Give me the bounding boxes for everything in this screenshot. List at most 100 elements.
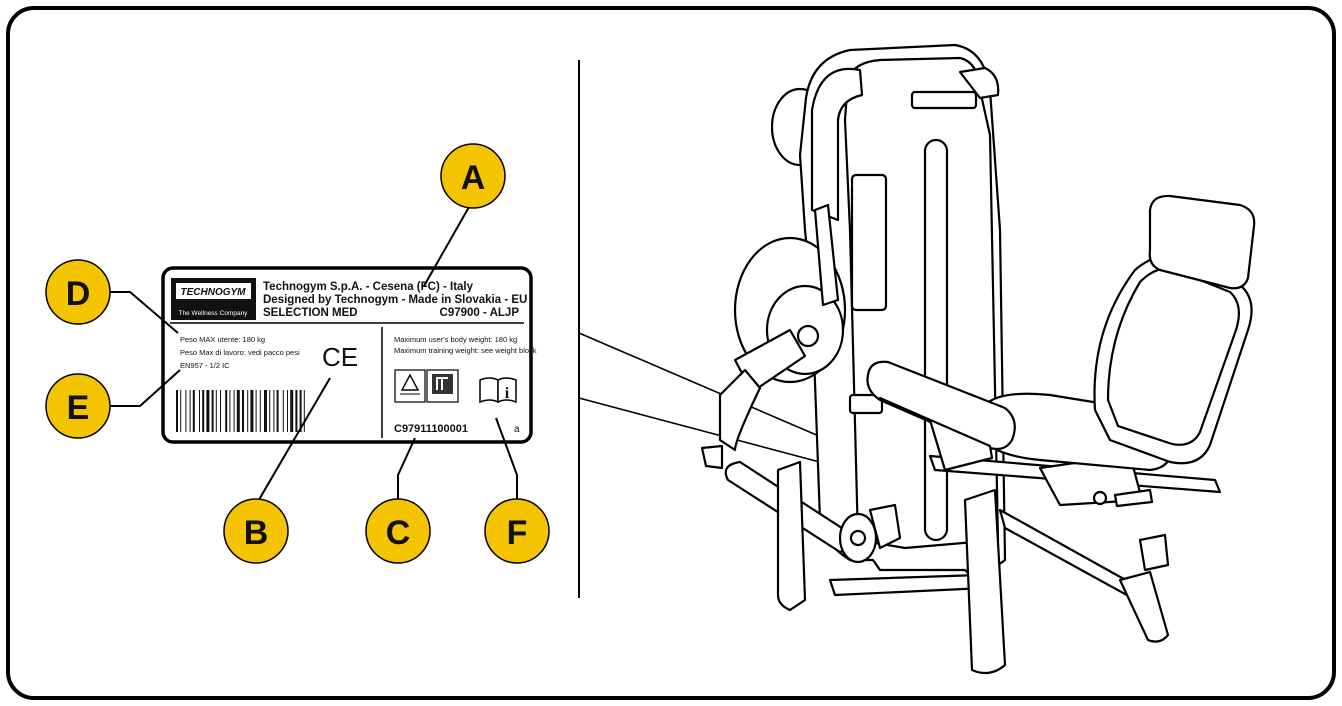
leader-f bbox=[495, 417, 518, 500]
logo-tagline: The Wellness Company bbox=[179, 310, 249, 317]
callout-e: E bbox=[45, 373, 111, 439]
barcode-bar bbox=[229, 390, 231, 432]
plate-max-training-weight-en: Maximum training weight: see weight bloc… bbox=[394, 346, 537, 355]
plate-max-training-weight-it: Peso Max di lavoro: vedi pacco pesi bbox=[180, 348, 300, 357]
barcode-bar bbox=[250, 390, 254, 432]
callout-leaders bbox=[108, 199, 518, 511]
barcode-bar bbox=[259, 390, 261, 432]
barcode-bar bbox=[206, 390, 210, 432]
plate-max-user-weight-it: Peso MAX utente: 180 kg bbox=[180, 335, 265, 344]
machine-top-bracket bbox=[958, 66, 1000, 100]
plate-company-line: Technogym S.p.A. - Cesena (FC) - Italy bbox=[263, 281, 474, 293]
plate-serial-number: C97911100001 bbox=[394, 423, 468, 435]
plate-model-code: C97900 - ALJP bbox=[440, 307, 520, 319]
machine-lever-post bbox=[813, 203, 840, 307]
machine-roller-stop bbox=[700, 444, 724, 470]
machine-side-tab bbox=[848, 393, 884, 415]
callout-d: D bbox=[45, 259, 111, 325]
machine-roller-knob bbox=[849, 529, 867, 547]
barcode-bar bbox=[233, 390, 235, 432]
machine-front-foot bbox=[1118, 570, 1170, 643]
barcode-bar bbox=[176, 390, 178, 432]
technogym-logo: TECHNOGYM The Wellness Company bbox=[171, 278, 256, 320]
leader-a bbox=[423, 199, 474, 287]
plate-design-line: Designed by Technogym - Made in Slovakia… bbox=[263, 294, 527, 306]
machine-front-pad-base bbox=[878, 396, 994, 472]
barcode-bar bbox=[299, 390, 302, 432]
callout-b: B bbox=[223, 498, 289, 564]
barcode-bar bbox=[287, 390, 288, 432]
safety-certification-icon bbox=[394, 369, 459, 403]
barcode-bar bbox=[295, 390, 298, 432]
machine-headrest bbox=[1148, 194, 1256, 290]
callout-f-circle bbox=[484, 498, 550, 564]
leader-b bbox=[252, 377, 331, 511]
read-manual-icon: i bbox=[479, 377, 517, 404]
identification-plate: TECHNOGYM The Wellness Company Technogym… bbox=[161, 266, 537, 444]
callout-c-label: C bbox=[386, 514, 411, 552]
machine-roller-clamp bbox=[868, 503, 902, 550]
machine-adjust-handle bbox=[1113, 488, 1154, 508]
barcode-bar bbox=[264, 390, 267, 432]
machine-seat-support bbox=[1138, 533, 1170, 572]
barcode-bar bbox=[303, 390, 305, 432]
barcode-bar bbox=[220, 390, 221, 432]
barcode-bar bbox=[242, 390, 244, 432]
barcode-bar bbox=[185, 390, 187, 432]
machine-side-panel bbox=[850, 173, 888, 312]
barcode-bar bbox=[211, 390, 214, 432]
callout-d-label: D bbox=[66, 275, 91, 313]
machine-rear-leg-left bbox=[776, 460, 807, 612]
barcode-bar bbox=[180, 390, 182, 432]
barcode-bar bbox=[276, 390, 279, 432]
callout-a-circle bbox=[440, 143, 506, 209]
machine-cam-bolt bbox=[796, 324, 820, 348]
barcode-bar bbox=[199, 390, 200, 432]
callout-a-label: A bbox=[461, 159, 486, 197]
leader-c bbox=[397, 437, 416, 500]
callout-d-circle bbox=[45, 259, 111, 325]
machine-seat-knob bbox=[1092, 490, 1108, 506]
plate-max-user-weight-en: Maximum user's body weight: 180 kg bbox=[394, 335, 517, 344]
barcode-bar bbox=[290, 390, 294, 432]
barcode-bar bbox=[192, 390, 195, 432]
machine-top-nameplate bbox=[910, 90, 978, 110]
plate-norm: EN957 - 1/2 IC bbox=[180, 361, 230, 370]
barcode-bar bbox=[247, 390, 249, 432]
callout-e-label: E bbox=[67, 389, 90, 427]
logo-brand-text: TECHNOGYM bbox=[181, 287, 247, 298]
barcode-bar bbox=[269, 390, 271, 432]
machine-lever-lower bbox=[718, 368, 762, 452]
barcode-bar bbox=[215, 390, 217, 432]
plate-revision: a bbox=[514, 424, 520, 435]
barcode-bar bbox=[255, 390, 257, 432]
callout-a: A bbox=[440, 143, 506, 209]
machine-top-tube bbox=[810, 67, 864, 222]
barcode-icon bbox=[176, 390, 305, 432]
callout-e-circle bbox=[45, 373, 111, 439]
callout-b-label: B bbox=[244, 514, 269, 552]
callout-f-label: F bbox=[507, 514, 528, 552]
plate-product-name: SELECTION MED bbox=[263, 307, 358, 319]
machine-front-pad bbox=[866, 360, 1016, 451]
leg-extension-machine bbox=[700, 43, 1256, 675]
callout-b-circle bbox=[223, 498, 289, 564]
barcode-bar bbox=[202, 390, 205, 432]
barcode-bar bbox=[273, 390, 275, 432]
leader-d bbox=[108, 291, 179, 334]
callout-c-circle bbox=[365, 498, 431, 564]
ce-mark-icon: CE bbox=[322, 342, 358, 372]
leader-e bbox=[108, 369, 181, 407]
barcode-bar bbox=[225, 390, 228, 432]
manual-info-glyph: i bbox=[505, 385, 510, 402]
machine-front-leg bbox=[963, 488, 1007, 675]
callout-f: F bbox=[484, 498, 550, 564]
barcode-bar bbox=[282, 390, 284, 432]
machine-weight-stack-slot bbox=[923, 138, 949, 542]
barcode-bar bbox=[189, 390, 191, 432]
logo-inner-box bbox=[176, 283, 251, 299]
callout-c: C bbox=[365, 498, 431, 564]
barcode-bar bbox=[236, 390, 240, 432]
